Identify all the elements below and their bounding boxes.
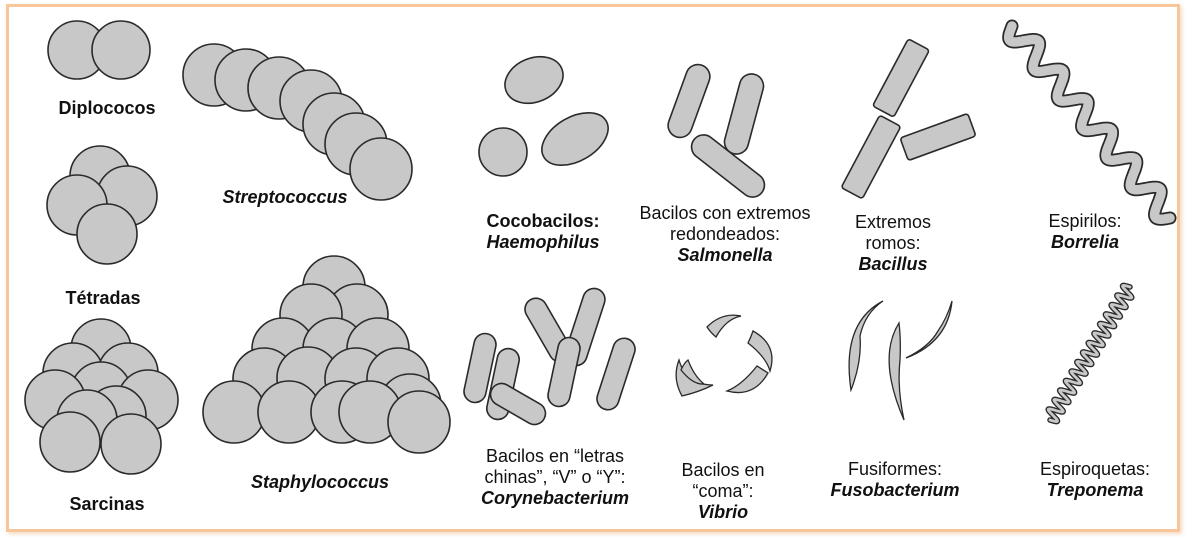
fusiform-bacillus-cell (889, 323, 904, 420)
chinese-letter-line2: chinas”, “V” o “Y”: (460, 467, 650, 488)
chinese-letter-line1: Bacilos en “letras (460, 446, 650, 467)
comma-bacillus-cell (727, 366, 768, 393)
label-diplococos: Diplococos (42, 98, 172, 119)
comma-bacillus-cell (707, 315, 741, 337)
spirochete-drawing (1048, 285, 1132, 421)
label-sarcinas: Sarcinas (52, 494, 162, 515)
blunt-bacilli-line2: romos: (838, 233, 948, 254)
coccus-cell (77, 204, 137, 264)
spirillum-drawing (1009, 26, 1170, 219)
comma-bacilli-line2: “coma”: (668, 481, 778, 502)
coccobacilli-drawing (479, 48, 617, 176)
chinese-letter-bacillus-cell (487, 379, 550, 428)
rounded-bacilli-genus: Salmonella (620, 245, 830, 266)
coccus-cell (203, 381, 265, 443)
coccobacillus-cell (479, 128, 527, 176)
label-tetradas: Tétradas (48, 288, 158, 309)
fusiform-genus: Fusobacterium (820, 480, 970, 501)
chinese-letter-bacilli-drawing (462, 286, 638, 429)
rounded-bacilli-line1: Bacilos con extremos (620, 203, 830, 224)
blunt-bacillus-cell (873, 39, 930, 117)
coccobacillus-cell (533, 102, 617, 176)
label-spirochetes: Espiroquetas: Treponema (1020, 459, 1170, 501)
coccobacilli-genus: Haemophilus (468, 232, 618, 253)
blunt-bacillus-cell (841, 115, 901, 199)
blunt-bacilli-drawing (841, 39, 976, 199)
coccus-cell (101, 414, 161, 474)
streptococcus-chain-drawing (183, 44, 412, 200)
coccobacillus-cell (498, 48, 570, 111)
rounded-bacillus-cell (722, 71, 766, 156)
comma-bacilli-genus: Vibrio (668, 502, 778, 523)
blunt-bacilli-line1: Extremos (838, 212, 948, 233)
label-coccobacilli: Cocobacilos: Haemophilus (468, 211, 618, 253)
fusiform-bacilli-drawing (849, 301, 952, 420)
spirochete-cell-body (1048, 285, 1132, 421)
blunt-bacilli-genus: Bacillus (838, 254, 948, 275)
sarcina-drawing (25, 319, 178, 474)
spirochetes-genus: Treponema (1020, 480, 1170, 501)
fusiform-bacillus-cell (849, 301, 883, 390)
tetrad-drawing (47, 146, 157, 264)
label-chinese-letter-bacilli: Bacilos en “letras chinas”, “V” o “Y”: C… (460, 446, 650, 509)
comma-bacilli-line1: Bacilos en (668, 460, 778, 481)
spirillum-cell-body (1009, 26, 1170, 219)
label-rounded-bacilli: Bacilos con extremos redondeados: Salmon… (620, 203, 830, 266)
spirochetes-line1: Espiroquetas: (1020, 459, 1170, 480)
diplococci-drawing (48, 21, 150, 79)
coccus-cell (388, 391, 450, 453)
chinese-letter-genus: Corynebacterium (460, 488, 650, 509)
coccus-cell (92, 21, 150, 79)
fusiform-line1: Fusiformes: (820, 459, 970, 480)
label-staphylococcus: Staphylococcus (235, 472, 405, 493)
label-fusiform-bacilli: Fusiformes: Fusobacterium (820, 459, 970, 501)
rounded-bacillus-cell (665, 61, 714, 141)
staphylococcus-cluster-drawing (203, 256, 450, 453)
rounded-bacilli-drawing (665, 61, 770, 202)
blunt-bacillus-cell (900, 113, 976, 160)
spirilla-line1: Espirilos: (1030, 211, 1140, 232)
coccus-cell (40, 412, 100, 472)
label-streptococcus: Streptococcus (200, 187, 370, 208)
label-blunt-bacilli: Extremos romos: Bacillus (838, 212, 948, 275)
fusiform-bacillus-cell (906, 301, 952, 358)
coccobacilli-title: Cocobacilos: (468, 211, 618, 232)
chinese-letter-bacillus-cell (594, 335, 638, 412)
rounded-bacilli-line2: redondeados: (620, 224, 830, 245)
comma-bacilli-drawing (676, 315, 772, 396)
spirilla-genus: Borrelia (1030, 232, 1140, 253)
comma-bacillus-cell (748, 331, 772, 371)
label-spirilla: Espirilos: Borrelia (1030, 211, 1140, 253)
label-comma-bacilli: Bacilos en “coma”: Vibrio (668, 460, 778, 523)
